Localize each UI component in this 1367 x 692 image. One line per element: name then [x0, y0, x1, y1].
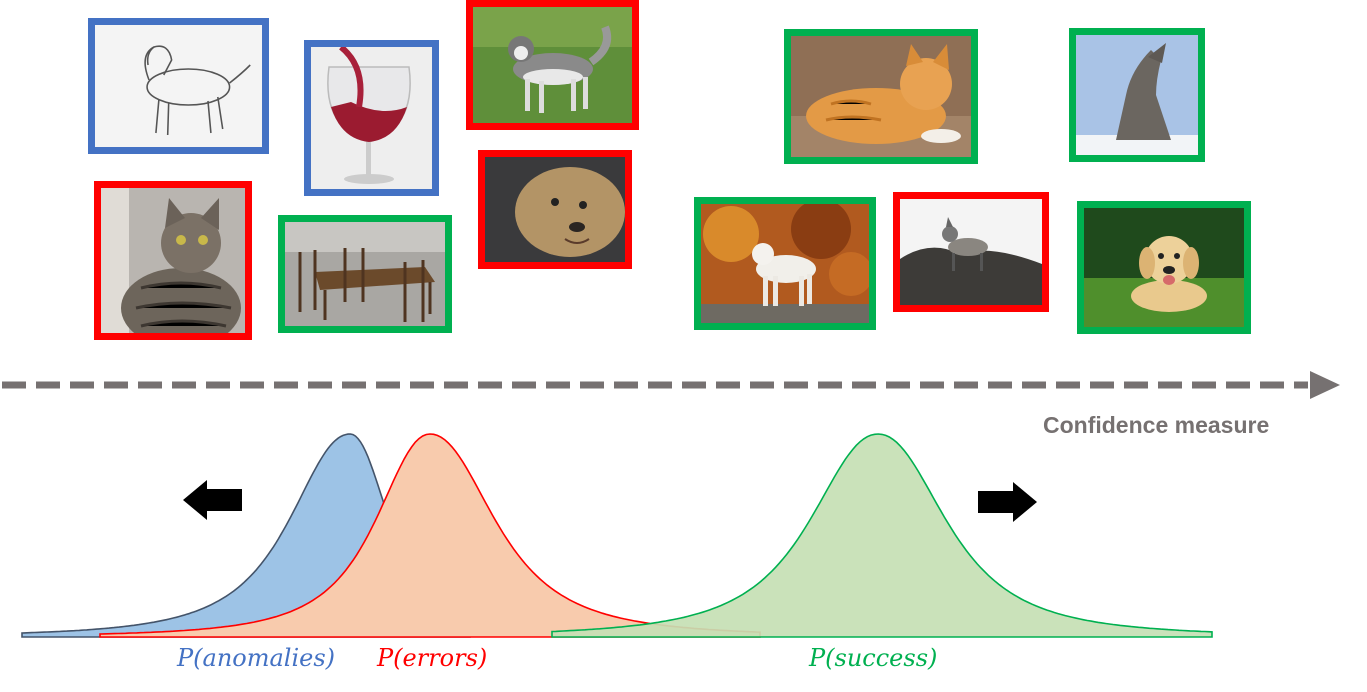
image-wolfdog-on-rocks [893, 192, 1049, 312]
image-wine-glass [304, 40, 439, 196]
wine-glass-illustration [311, 47, 432, 189]
curly-dog-illustration [485, 157, 625, 262]
image-white-wolf-autumn [694, 197, 876, 330]
husky-illustration [473, 7, 632, 123]
wolfdog-illustration [900, 199, 1042, 305]
table-chairs-illustration [285, 222, 445, 326]
axis-arrowhead [1310, 371, 1340, 399]
howling-wolf-illustration [1076, 35, 1198, 155]
image-orange-cat-lying [784, 29, 978, 164]
confidence-axis [2, 371, 1340, 399]
white-wolf-illustration [701, 204, 869, 323]
label-anomalies: P(anomalies) [177, 644, 336, 672]
image-tabby-cat [94, 181, 252, 340]
tabby-cat-illustration [101, 188, 245, 333]
image-golden-puppy-grass [1077, 201, 1251, 334]
label-errors: P(errors) [377, 644, 488, 672]
dog-sketch-illustration [95, 25, 262, 147]
golden-puppy-illustration [1084, 208, 1244, 327]
distribution-curves [21, 433, 1213, 638]
axis-label: Confidence measure [1043, 412, 1270, 438]
curve-errors [99, 433, 761, 638]
image-husky-on-grass [466, 0, 639, 130]
image-dog-sketch [88, 18, 269, 154]
arrow-right-icon [978, 482, 1037, 522]
curve-success [551, 433, 1213, 638]
orange-cat-illustration [791, 36, 971, 157]
image-curly-dog [478, 150, 632, 269]
arrow-left-icon [183, 480, 242, 520]
image-howling-wolf [1069, 28, 1205, 162]
image-wooden-table-chairs [278, 215, 452, 333]
label-success: P(success) [809, 644, 938, 672]
